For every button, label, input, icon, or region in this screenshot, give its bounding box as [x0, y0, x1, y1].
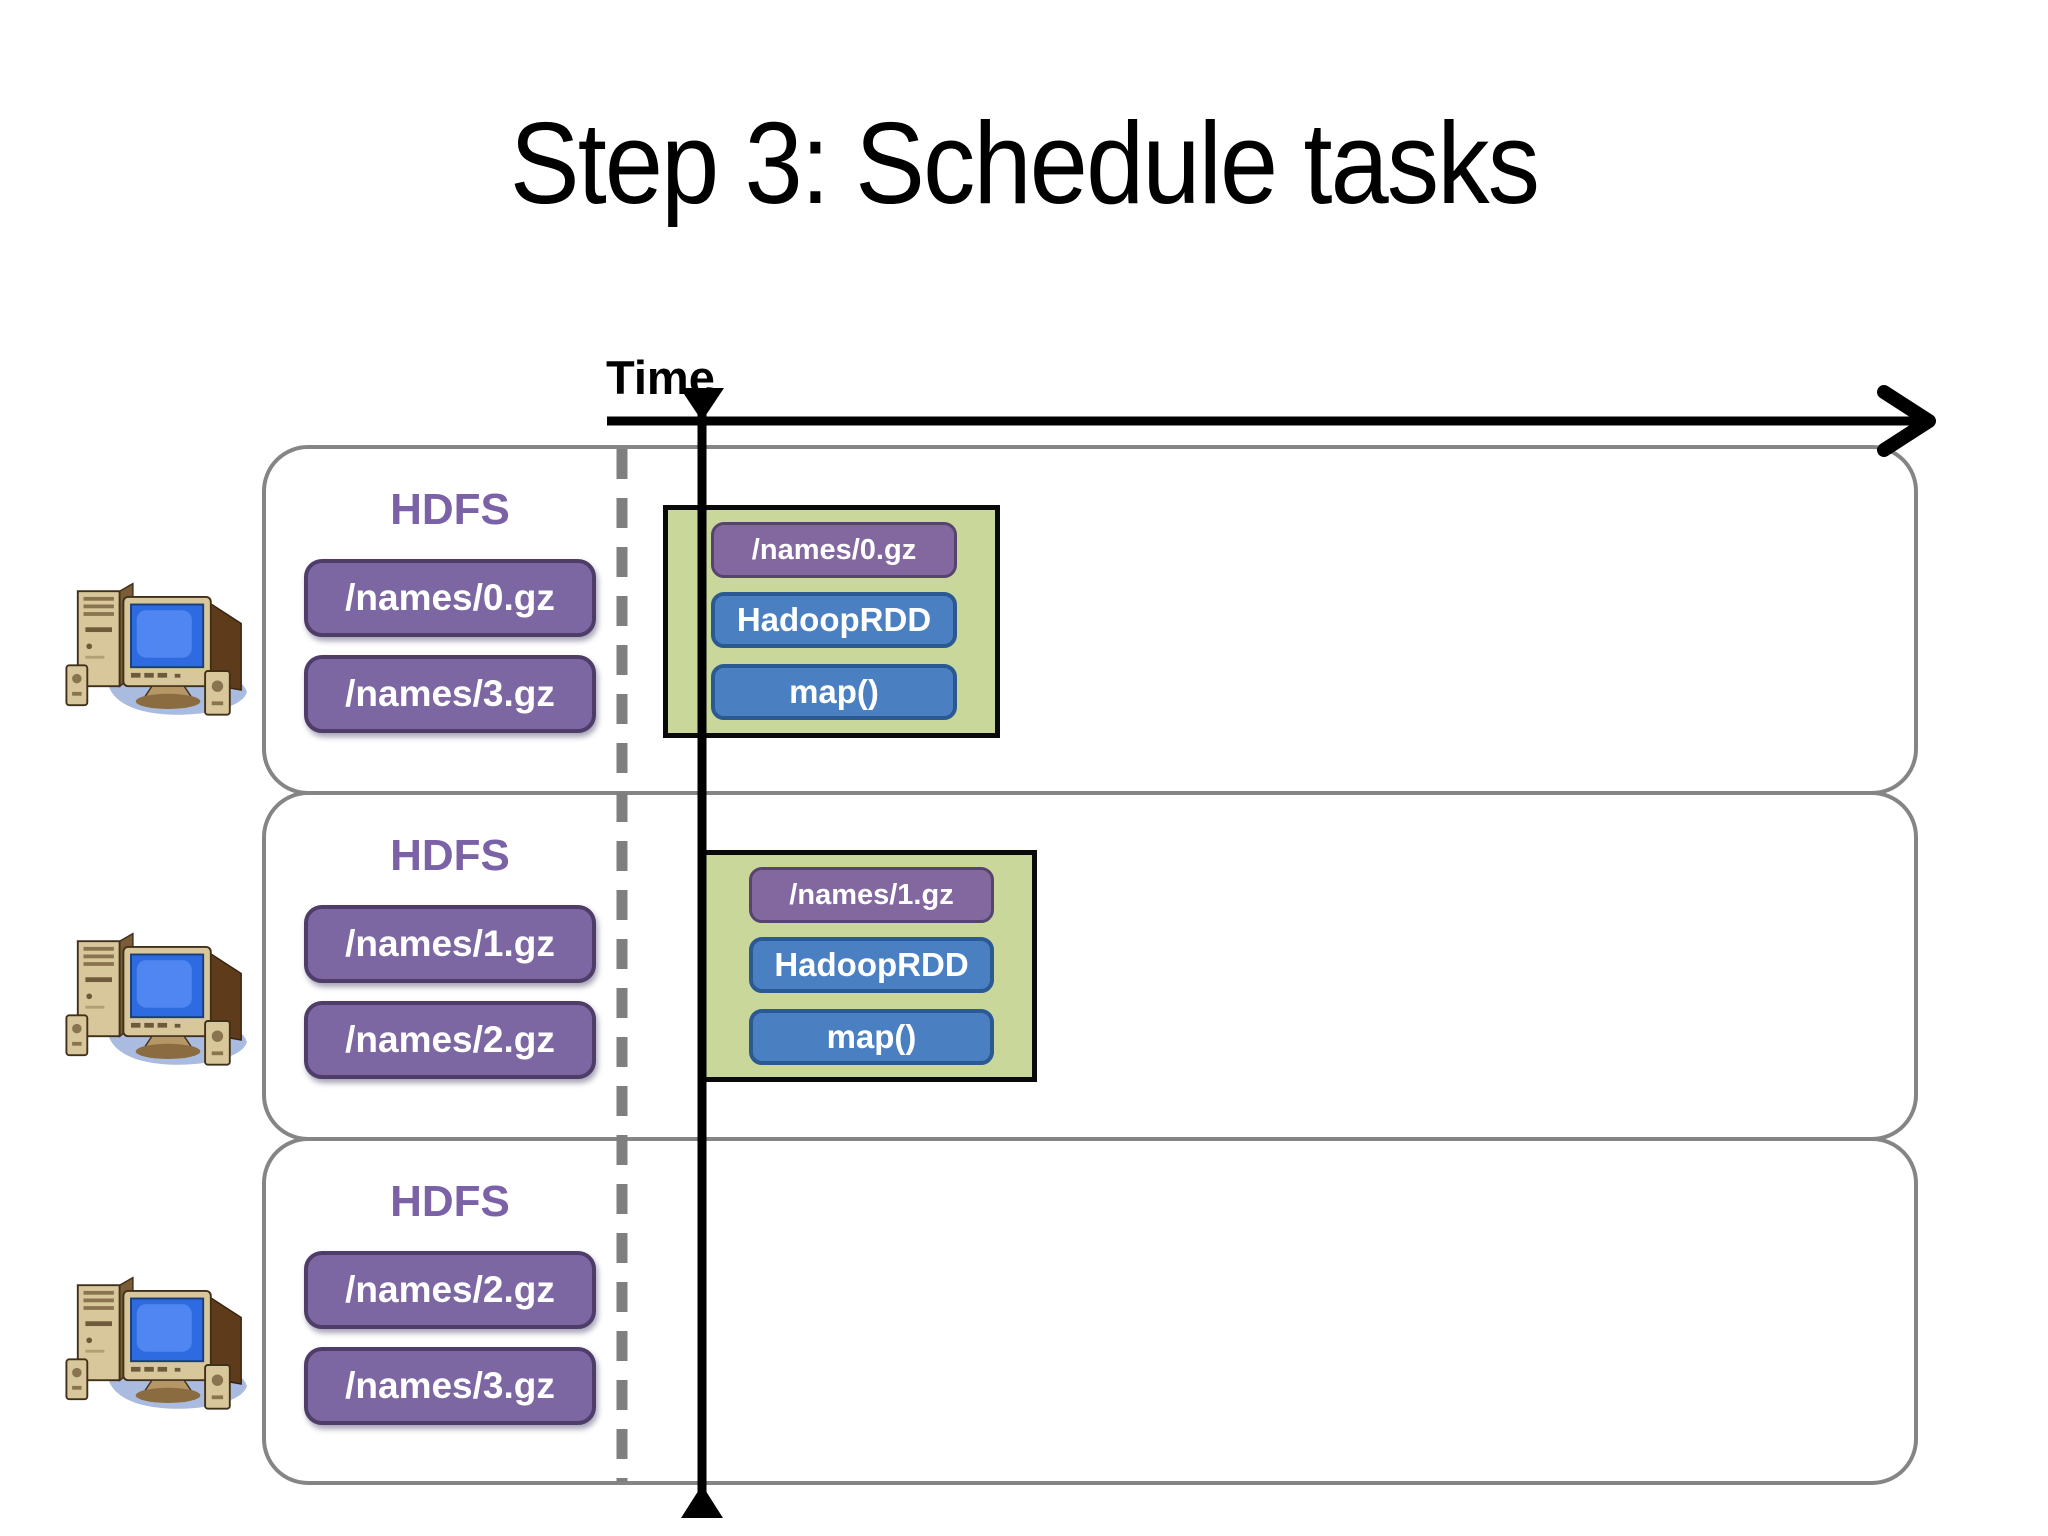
scheduled-task-group-1: /names/0.gz HadoopRDD map(): [663, 505, 1000, 738]
task-rdd-label: HadoopRDD: [736, 601, 932, 638]
worker-node-2: HDFS /names/1.gz /names/2.gz: [262, 791, 1918, 1141]
hdfs-file-box: /names/3.gz: [304, 655, 596, 733]
worker-node-3: HDFS /names/2.gz /names/3.gz: [262, 1137, 1918, 1485]
hdfs-file-label: /names/1.gz: [345, 923, 555, 964]
hdfs-file-label: /names/0.gz: [345, 577, 555, 618]
hdfs-file-label: /names/2.gz: [345, 1019, 555, 1060]
task-file-label: /names/1.gz: [789, 878, 954, 911]
hdfs-file-label: /names/3.gz: [345, 673, 555, 714]
task-rdd-label: HadoopRDD: [774, 946, 969, 983]
time-cursor-bottom-arrow-icon: [681, 1485, 723, 1518]
task-file-label: /names/0.gz: [751, 533, 917, 566]
task-op-box: map(): [711, 664, 957, 720]
task-op-box: map(): [749, 1009, 994, 1065]
hdfs-file-box: /names/3.gz: [304, 1347, 596, 1425]
hdfs-file-label: /names/3.gz: [345, 1365, 555, 1406]
time-axis-arrowhead-icon: [1877, 385, 1936, 457]
computer-icon: [65, 1276, 247, 1410]
hdfs-label: HDFS: [390, 485, 510, 534]
scheduled-task-group-2: /names/1.gz HadoopRDD map(): [701, 850, 1037, 1082]
computer-icon: [65, 932, 247, 1066]
hdfs-label: HDFS: [390, 831, 510, 880]
task-file-box: /names/1.gz: [749, 867, 994, 923]
worker-node-1: HDFS /names/0.gz /names/3.gz: [262, 445, 1918, 795]
hdfs-file-box: /names/2.gz: [304, 1251, 596, 1329]
task-op-label: map(): [826, 1018, 917, 1055]
hdfs-file-label: /names/2.gz: [345, 1269, 555, 1310]
task-file-box: /names/0.gz: [711, 522, 957, 578]
hdfs-file-box: /names/2.gz: [304, 1001, 596, 1079]
task-op-label: map(): [789, 673, 879, 710]
page-title: Step 3: Schedule tasks: [509, 98, 1540, 228]
task-rdd-box: HadoopRDD: [711, 592, 957, 648]
task-rdd-box: HadoopRDD: [749, 937, 994, 993]
hdfs-file-box: /names/0.gz: [304, 559, 596, 637]
computer-icon: [65, 582, 247, 716]
hdfs-file-box: /names/1.gz: [304, 905, 596, 983]
time-axis-label: Time: [606, 351, 715, 404]
hdfs-label: HDFS: [390, 1177, 510, 1226]
